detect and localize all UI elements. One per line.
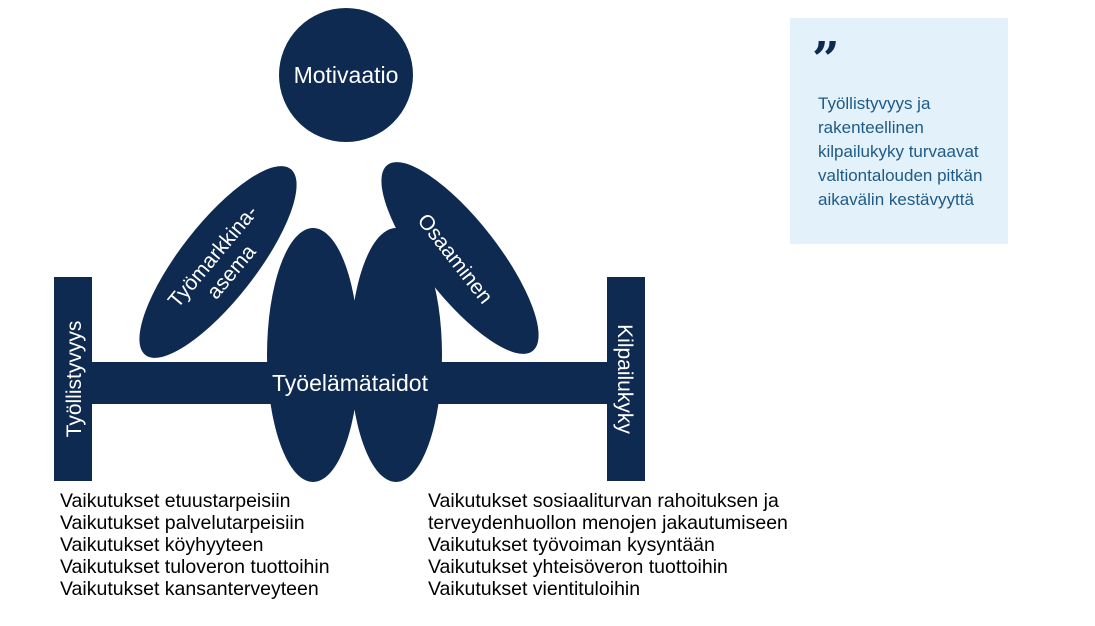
bar-label: Työelämätaidot [272,370,429,396]
head-label: Motivaatio [294,62,399,88]
effect-item: Vaikutukset köyhyyteen [60,534,264,556]
effects-right-list: Vaikutukset sosiaaliturvan rahoituksen j… [428,490,788,600]
left-weight-shape [54,277,92,481]
effect-item: Vaikutukset kansanterveyteen [60,578,319,600]
right-weight-label: Kilpailukyky [613,324,636,434]
effect-item: Vaikutukset sosiaaliturvan rahoituksen j… [428,490,779,512]
effect-item: terveydenhuollon menojen jakautumiseen [428,512,788,534]
quote-mark-icon: ” [812,32,840,88]
effect-item: Vaikutukset palvelutarpeisiin [60,512,305,534]
effect-item: Vaikutukset yhteisöveron tuottoihin [428,556,728,578]
left-leg-shape [267,228,359,482]
left-arm-shape [139,166,297,358]
right-weight-shape [607,277,645,481]
effect-item: Vaikutukset vientituloihin [428,578,641,600]
effect-item: Vaikutukset tuloveron tuottoihin [60,556,330,578]
left-weight-label: Työllistyvyys [63,321,86,438]
right-arm-shape [381,162,539,354]
effects-left-list: Vaikutukset etuustarpeisiin Vaikutukset … [60,490,330,600]
effect-item: Vaikutukset etuustarpeisiin [60,490,291,512]
head-shape [279,8,413,142]
quote-box: ” Työllistyvyys ja rakenteellinen kilpai… [790,18,1008,244]
quote-text: Työllistyvyys ja rakenteellinen kilpailu… [818,94,983,209]
effect-item: Vaikutukset työvoiman kysyntään [428,534,715,556]
right-leg-shape [350,228,442,482]
